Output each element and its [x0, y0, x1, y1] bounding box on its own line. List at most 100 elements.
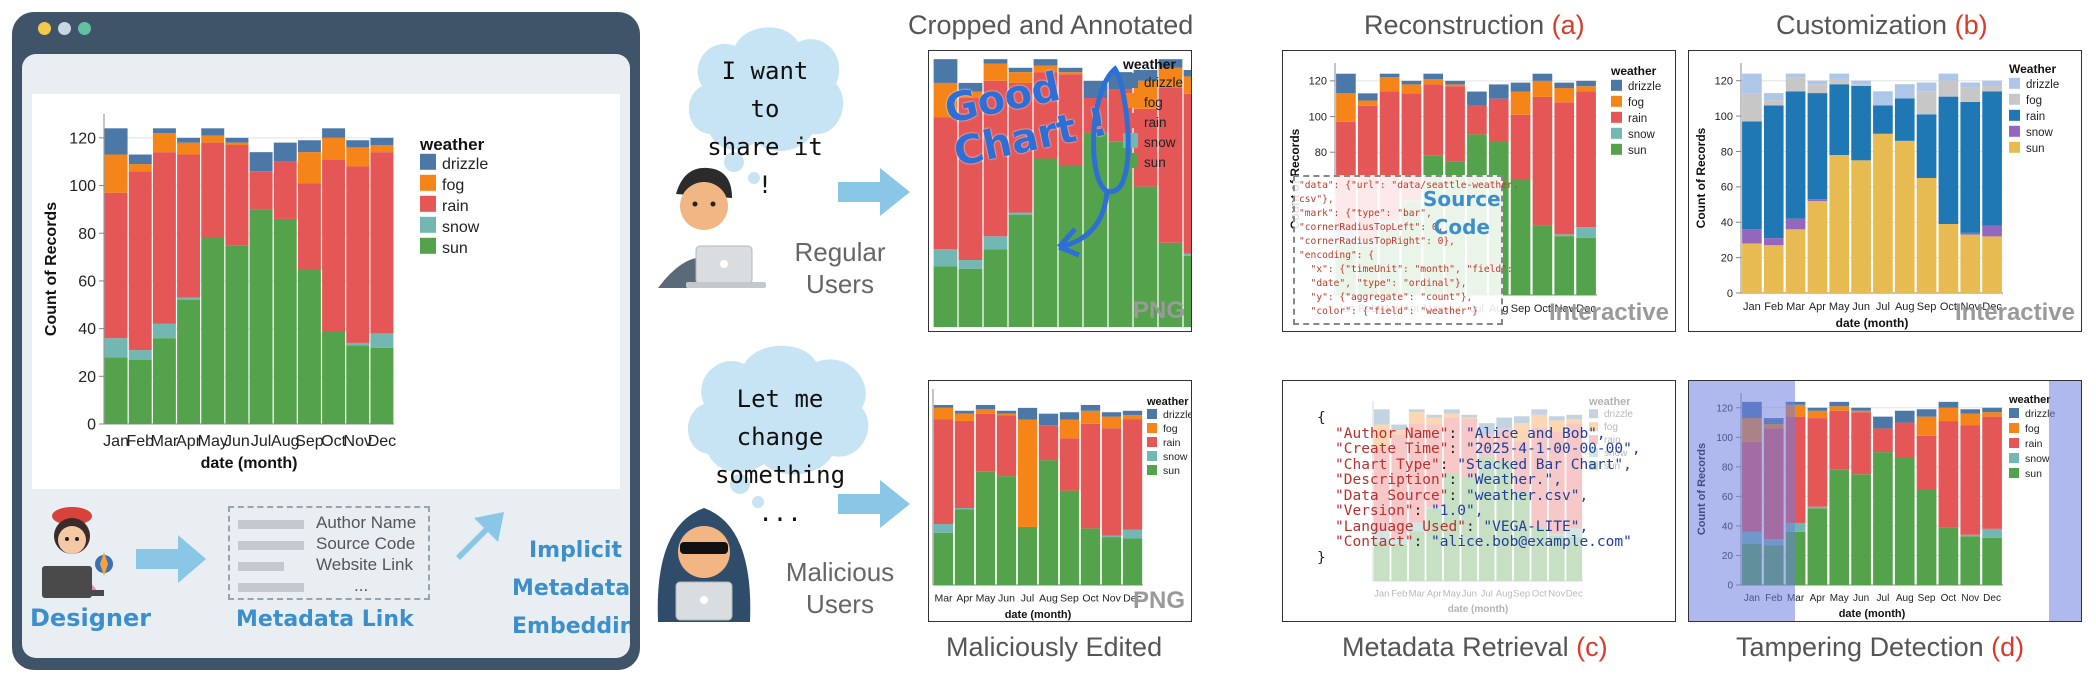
bar-drizzle: [954, 410, 975, 414]
x-tick-label: May: [976, 593, 997, 605]
bar-sun: [1101, 537, 1122, 585]
bar-drizzle: [1008, 67, 1033, 73]
bar-drizzle: [1916, 82, 1937, 92]
bar-fog: [346, 147, 370, 167]
bar-fog: [1408, 412, 1425, 424]
bar-rain: [1576, 91, 1596, 228]
bar-drizzle: [1158, 59, 1183, 68]
bar-rain: [1531, 427, 1548, 527]
legend-label-drizzle: drizzle: [1144, 75, 1183, 90]
bar-rain: [1916, 435, 1937, 489]
bar-sun: [1017, 526, 1038, 585]
bar-drizzle: [1548, 416, 1565, 421]
bar-rain: [1960, 101, 1981, 233]
bar-fog: [1445, 84, 1465, 87]
bar-sun: [1038, 460, 1059, 585]
metadata-line-placeholder: [238, 562, 284, 571]
bar-sun: [249, 209, 273, 424]
bar-rain: [1510, 114, 1531, 179]
bar-fog: [1426, 417, 1443, 425]
y-tick-label: 40: [78, 321, 96, 338]
bar-fog: [1033, 65, 1058, 73]
bar-rain: [370, 152, 394, 334]
bar-rain: [1133, 108, 1158, 187]
bar-snow: [1548, 533, 1565, 536]
bar-rain: [1058, 74, 1083, 165]
bar-drizzle: [1566, 414, 1583, 419]
implicit-line-2: Metadata: [512, 576, 630, 601]
bar-rain: [1059, 438, 1080, 491]
legend-label-sun: sun: [1144, 155, 1166, 170]
bar-sun: [1391, 543, 1408, 581]
x-tick-label: Apr: [1810, 593, 1826, 604]
bar-fog: [1554, 87, 1575, 103]
bar-fog: [1938, 407, 1959, 422]
legend-label-rain: rain: [1144, 115, 1167, 130]
metadata-link-box: Author Name Source Code Website Link ...: [228, 506, 430, 600]
bar-drizzle: [1426, 414, 1443, 418]
bar-fog: [1158, 67, 1183, 88]
bar-fog: [996, 413, 1017, 416]
bar-rain: [1158, 87, 1183, 243]
y-tick-label: 120: [1715, 76, 1733, 88]
bar-sun: [1510, 179, 1531, 295]
bar-sun: [1426, 509, 1443, 581]
bar-sun: [1938, 224, 1959, 293]
metadata-entry: "Author Name": "Alice and Bob",: [1335, 426, 1641, 443]
legend-title: Weather: [2009, 62, 2056, 76]
bar-rain: [1426, 424, 1443, 508]
source-code-label: Source Code: [1423, 185, 1501, 241]
bar-fog: [975, 409, 996, 414]
metadata-colon: :: [1465, 518, 1484, 535]
caption-retrieval-text: Metadata Retrieval: [1342, 632, 1569, 662]
caption-tampering-tag: (d): [1991, 632, 2025, 662]
bar-rain: [1467, 105, 1487, 135]
regular-users-line-1: Regular: [794, 237, 886, 267]
bar-fog: [1379, 77, 1400, 92]
bar-sun: [1531, 527, 1548, 581]
window-dot-green: [78, 22, 91, 35]
metadata-value: "1.0",: [1431, 503, 1484, 519]
y-tick-label: 120: [69, 130, 96, 147]
bar-drizzle: [370, 137, 394, 145]
legend-swatch-snow: [1589, 448, 1598, 458]
bar-rain: [225, 145, 249, 246]
legend-label-fog: fog: [1163, 423, 1178, 435]
legend-swatch-drizzle: [1147, 409, 1157, 419]
tamper-highlight-right: [2049, 381, 2081, 621]
caption-reconstruction-text: Reconstruction: [1364, 10, 1545, 40]
bar-fog: [1938, 80, 1959, 97]
bar-sun: [1763, 245, 1784, 293]
bar-rain: [128, 171, 152, 351]
x-tick-label: Apr: [956, 593, 973, 605]
x-tick-label: Oct: [1940, 301, 1957, 313]
bar-drizzle: [933, 59, 958, 83]
legend-swatch-drizzle: [2009, 77, 2020, 89]
bar-sun: [1183, 255, 1191, 327]
bar-fog: [1960, 87, 1981, 102]
metadata-key: "Language Used": [1335, 518, 1466, 535]
metadata-item-more: ...: [354, 576, 369, 595]
bar-rain: [177, 154, 201, 298]
bar-snow: [1391, 538, 1408, 544]
bar-rain: [1373, 446, 1390, 532]
bar-rain: [1829, 84, 1850, 155]
bar-rain: [1851, 412, 1871, 475]
bar-fog: [1133, 80, 1158, 109]
metadata-key: "Data Source": [1335, 487, 1449, 504]
bar-rain: [1445, 86, 1465, 162]
x-tick-label: Jul: [1876, 301, 1890, 313]
bar-sun: [128, 359, 152, 424]
bar-drizzle: [1445, 80, 1465, 85]
legend-title: weather: [1588, 396, 1631, 408]
bar-drizzle: [1101, 412, 1122, 417]
x-tick-label: Feb: [1764, 301, 1783, 313]
x-tick-label: Nov: [1961, 593, 1979, 604]
bar-sun: [1742, 243, 1762, 293]
x-tick-label: Jun: [1462, 589, 1477, 600]
bar-rain: [1401, 93, 1422, 201]
x-tick-label: Jun: [1853, 593, 1869, 604]
x-tick-label: Jul: [1877, 593, 1890, 604]
bar-drizzle: [1478, 423, 1495, 435]
metadata-item-source: Source Code: [316, 534, 416, 553]
